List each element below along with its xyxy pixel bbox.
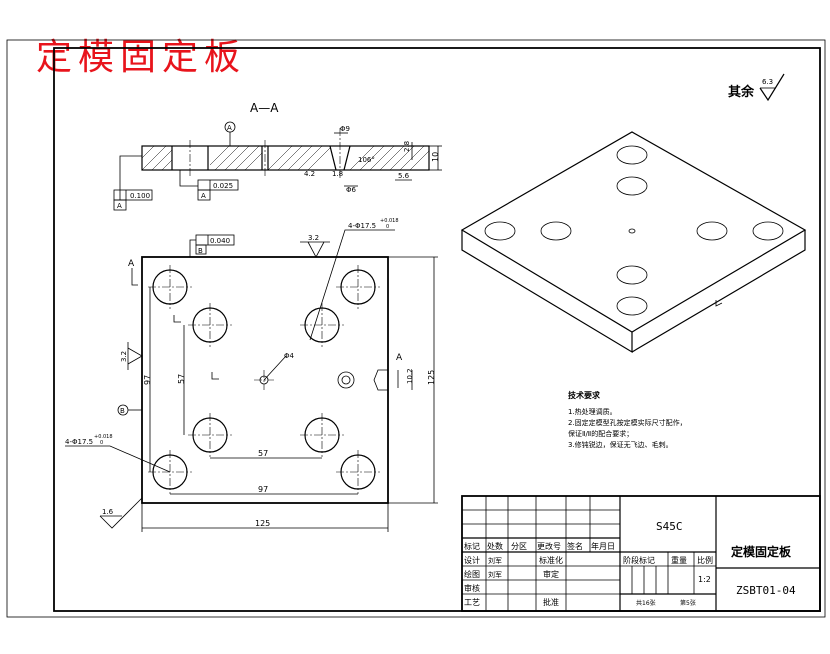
datum-b: B bbox=[120, 407, 125, 415]
row-role-0: 设计 bbox=[464, 555, 480, 565]
rev-header-4: 签名 bbox=[567, 541, 583, 551]
dim-t2: 5.6 bbox=[398, 172, 410, 180]
view-a-right: A bbox=[396, 353, 403, 363]
tb-drawing-no: ZSBT01-04 bbox=[736, 584, 796, 597]
rev-header-0: 标记 bbox=[464, 541, 480, 551]
inner-frame bbox=[53, 47, 821, 612]
rev-header-1: 处数 bbox=[487, 541, 503, 551]
drawing-heading: 定模固定板 bbox=[36, 37, 247, 78]
tech-notes: 技术要求 1.热处理调质。 2.固定定模型孔按定模实际尺寸配作， 保证Ⅱ/Ⅱ的配… bbox=[568, 390, 687, 449]
dim-center-hole: Φ4 bbox=[284, 352, 295, 360]
hole-top-tol-low: 0 bbox=[386, 224, 389, 230]
dim-d2: Φ6 bbox=[346, 186, 357, 194]
roughness-general-label: 其余 bbox=[728, 84, 755, 100]
dim-outer-v: 97 bbox=[143, 375, 152, 385]
tech-note-1: 1.热处理调质。 bbox=[568, 407, 617, 416]
plate-outline bbox=[141, 256, 389, 504]
perpendicular-datum: A bbox=[201, 192, 206, 200]
tb-scale-label: 比例 bbox=[697, 555, 713, 565]
hole-bottom-tol-low: 0 bbox=[100, 440, 103, 446]
outer-frame bbox=[6, 39, 826, 618]
tb-stage-label: 阶段标记 bbox=[623, 555, 655, 565]
row-extra-3: 批准 bbox=[543, 597, 559, 607]
row-name-0: 刘军 bbox=[488, 556, 502, 565]
row-extra-0: 标准化 bbox=[539, 555, 563, 565]
tb-material: S45C bbox=[656, 520, 683, 533]
dim-overall-h: 125 bbox=[427, 370, 436, 385]
roughness-general: 其余 6.3 bbox=[728, 73, 785, 102]
roughness-face-top: 3.2 bbox=[308, 234, 319, 242]
tb-sheets-total: 共16张 bbox=[636, 599, 656, 607]
flatness-frame bbox=[113, 189, 153, 201]
row-extra-1: 审定 bbox=[543, 569, 559, 579]
flatness-datum: A bbox=[117, 202, 122, 210]
dim-overall-w: 125 bbox=[255, 519, 270, 528]
dim-angle: 106° bbox=[358, 156, 375, 164]
hole-bottom-label: 4-Φ17.5 bbox=[65, 438, 93, 446]
parallel-datum: B bbox=[198, 247, 203, 255]
dim-inner-v: 57 bbox=[177, 374, 186, 384]
flatness-value: 0.100 bbox=[130, 192, 150, 200]
tb-weight-label: 重量 bbox=[671, 555, 687, 565]
perpendicular-value: 0.025 bbox=[213, 182, 233, 190]
row-name-1: 刘军 bbox=[488, 570, 502, 579]
hole-top-tol: +0.018 bbox=[380, 218, 399, 224]
rev-header-2: 分区 bbox=[511, 542, 527, 551]
roughness-face-side: 3.2 bbox=[120, 351, 128, 362]
rev-header-3: 更改号 bbox=[537, 541, 561, 551]
tech-notes-heading: 技术要求 bbox=[568, 390, 601, 400]
dim-inner-h: 57 bbox=[258, 449, 268, 458]
hole-bottom-tol: +0.018 bbox=[94, 434, 113, 440]
tb-sheet-no: 第5张 bbox=[680, 599, 696, 607]
tb-part-name: 定模固定板 bbox=[731, 544, 792, 559]
title-block: 标记 处数 分区 更改号 签名 年月日 设计 刘军 标准化 绘图 刘军 审定 审… bbox=[461, 495, 821, 612]
section-label: A—A bbox=[250, 101, 279, 115]
tech-note-4: 3.修钝锐边，保证无飞边、毛刺。 bbox=[568, 440, 673, 449]
dim-d1: Φ9 bbox=[340, 125, 350, 133]
dim-t1: 2.8 bbox=[403, 141, 411, 152]
row-role-2: 审核 bbox=[464, 583, 480, 593]
roughness-bottom-left: 1.6 bbox=[102, 508, 114, 516]
dim-outer-h: 97 bbox=[258, 485, 268, 494]
dim-chamfer: 1.8 bbox=[332, 170, 343, 178]
hole-top-label: 4-Φ17.5 bbox=[348, 222, 376, 230]
tech-note-3: 保证Ⅱ/Ⅱ的配合要求； bbox=[568, 429, 633, 438]
row-role-3: 工艺 bbox=[464, 598, 480, 607]
dim-slot: 10.2 bbox=[406, 368, 414, 384]
datum-a-circle bbox=[224, 121, 236, 133]
rev-header-5: 年月日 bbox=[591, 541, 615, 551]
plan-view: A A 57 57 97 97 125 125 10.2 Φ4 4-Φ17.5 … bbox=[65, 218, 438, 532]
perpendicular-frame bbox=[197, 179, 239, 191]
roughness-general-value: 6.3 bbox=[762, 78, 773, 86]
section-hatch bbox=[141, 145, 430, 171]
tech-note-2: 2.固定定模型孔按定模实际尺寸配作， bbox=[568, 418, 687, 427]
row-role-1: 绘图 bbox=[464, 569, 480, 579]
section-view: A—A A bbox=[113, 101, 442, 211]
view-a-left: A bbox=[128, 259, 135, 269]
datum-a-letter: A bbox=[227, 124, 232, 132]
parallel-frame bbox=[195, 234, 235, 246]
dim-thk: 10 bbox=[431, 152, 440, 162]
tb-scale: 1:2 bbox=[698, 575, 711, 584]
isometric-view bbox=[460, 131, 807, 354]
dim-r1: 4.2 bbox=[304, 170, 315, 178]
parallel-value: 0.040 bbox=[210, 237, 230, 245]
